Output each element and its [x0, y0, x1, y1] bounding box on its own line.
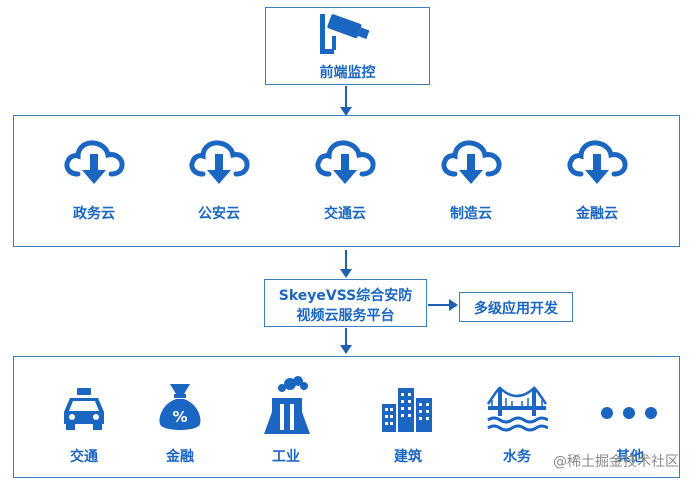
cloud-label-4: 金融云 [576, 206, 618, 222]
cloud-label-1: 公安云 [198, 206, 240, 222]
industry-label-4: 水务 [503, 449, 531, 465]
cloud-download-icon [441, 140, 502, 184]
cloud-download-icon [64, 140, 125, 184]
industry-label-5: 其他 [616, 449, 644, 465]
cloud-download-icon [315, 140, 376, 184]
industry-label-3: 建筑 [394, 449, 422, 465]
industry-label-2: 工业 [272, 449, 300, 465]
money-bag-icon: % [159, 384, 201, 430]
bridge-water-icon [486, 386, 548, 432]
arrow-platform-to-industries [340, 328, 352, 354]
more-dots-icon [601, 407, 657, 419]
camera-icon [320, 14, 370, 54]
cloud-label-0: 政务云 [73, 206, 115, 222]
industry-label-0: 交通 [70, 449, 98, 465]
cloud-label-2: 交通云 [324, 206, 366, 222]
arrow-clouds-to-platform [340, 250, 352, 278]
buildings-icon [382, 388, 432, 432]
cloud-label-3: 制造云 [450, 206, 492, 222]
platform-title-line1: SkeyeVSS综合安防 [278, 288, 413, 304]
front-monitor-label: 前端监控 [319, 65, 376, 81]
factory-icon [264, 376, 310, 434]
cloud-download-icon [189, 140, 250, 184]
cloud-download-icon [567, 140, 628, 184]
taxi-icon [64, 388, 104, 430]
industry-label-1: 金融 [166, 449, 194, 465]
dev-box [459, 292, 573, 322]
arrow-platform-to-dev [428, 299, 458, 311]
svg-text:%: % [172, 408, 187, 426]
platform-title-line2: 视频云服务平台 [296, 308, 395, 324]
watermark: @稀土掘金技术社区 [553, 454, 679, 470]
platform-box [264, 279, 427, 327]
dev-label: 多级应用开发 [474, 301, 558, 317]
arrow-top-to-clouds [340, 86, 352, 116]
industry-box [13, 356, 680, 478]
